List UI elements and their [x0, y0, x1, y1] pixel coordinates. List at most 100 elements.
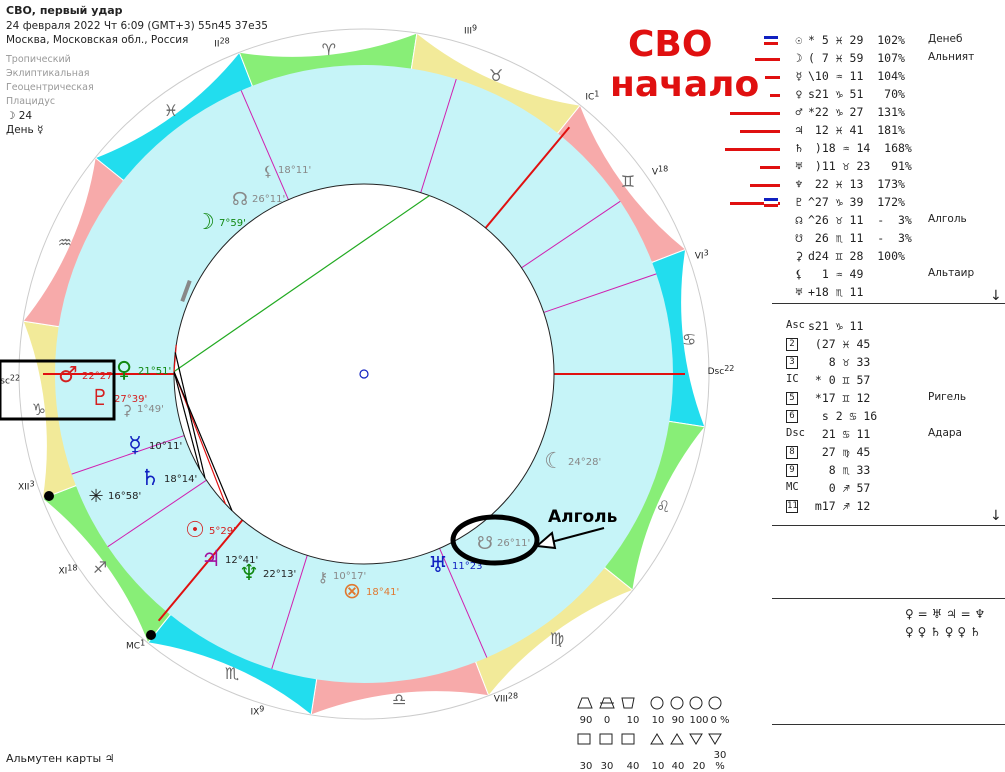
planet-position: *22 ♑ 27 131%: [808, 105, 905, 119]
fixed-star-name: Альтаир: [928, 267, 975, 279]
ceres-icon: ⚳: [122, 403, 132, 419]
house-cusp-line: [521, 200, 621, 269]
altair-degree: 16°58': [108, 491, 141, 502]
table-divider-3: [772, 598, 1005, 599]
chiron-icon: ⚷: [318, 570, 328, 586]
planet-table-row: ♆ 22 ♓ 13 173%: [732, 176, 1002, 194]
planet-position: \10 ♒ 11 104%: [808, 69, 905, 83]
planet-table-row: ♄ )18 ♒ 14 168%: [725, 140, 1002, 158]
neptune-degree: 22°13': [263, 569, 296, 580]
fixed-star-name: Денеб: [928, 33, 963, 45]
strength-bar: [725, 148, 780, 151]
cusp-table-row: 11 m17 ♐ 12: [786, 498, 1001, 516]
selena-degree: 24°28': [568, 457, 601, 468]
house-label: II28: [214, 36, 230, 49]
planet-glyph: ☿: [795, 69, 803, 83]
chart-place: Москва, Московская обл., Россия: [6, 34, 189, 46]
strength-bar: [730, 112, 780, 115]
cusp-label: 2: [786, 338, 798, 351]
gray-mark: [180, 279, 192, 303]
element-legend-icons: [577, 696, 722, 745]
house-label: III9: [464, 23, 477, 36]
table-divider-1: [772, 303, 1005, 304]
scroll-down-arrow-1[interactable]: ↓: [990, 288, 1002, 304]
sign-glyph: ♓: [164, 101, 178, 120]
house-cusp-line: [240, 90, 289, 200]
planet-position: 26 ♏ 11 - 3%: [808, 231, 912, 245]
jupiter-icon: ♃: [201, 547, 221, 572]
coord-type: Эклиптикальная: [6, 68, 90, 79]
sign-glyph: ♋: [682, 330, 696, 349]
planet-table-row: ♇ ^27 ♑ 39 172%: [730, 194, 1002, 212]
cusp-position: 8 ♉ 33: [808, 355, 871, 369]
cusp-position: 21 ♋ 11: [808, 427, 871, 441]
fortune-icon: ⊗: [343, 579, 361, 604]
strength-bar: [730, 202, 780, 205]
planet-table-row: ☉* 5 ♓ 29 102%Денеб: [732, 32, 1002, 50]
fixed-star-name: Альният: [928, 51, 975, 63]
cusp-position: (27 ♓ 45: [808, 337, 871, 351]
aspect-lines: [173, 195, 430, 511]
house-label: MC1: [126, 638, 145, 651]
cusp-label: 3: [786, 356, 798, 369]
strength-bar: [750, 184, 780, 187]
scroll-down-arrow-2[interactable]: ↓: [990, 508, 1002, 524]
aspect-formula-2: ♀ ♀ ♄ ♀ ♀ ♄: [905, 625, 981, 639]
altair-icon: ✳: [88, 486, 103, 507]
strength-bar: [755, 58, 780, 61]
aspect-line: [173, 371, 201, 470]
planet-glyph: ♇: [795, 195, 803, 209]
black-dot-2: [146, 630, 156, 640]
planet-position: 12 ♓ 41 181%: [808, 123, 905, 137]
planet-table-row: ♅+18 ♏ 11: [732, 284, 1002, 302]
cusp-table-row: IC * 0 ♊ 57: [786, 372, 1001, 390]
cusp-label: 11: [786, 500, 798, 513]
fixed-star-name: Адара: [928, 427, 962, 439]
flag-icon: [764, 36, 778, 45]
table-divider-4: [772, 724, 1005, 725]
aspect-line: [174, 352, 206, 479]
planet-position: ^27 ♑ 39 172%: [808, 195, 905, 209]
house-label: IX9: [250, 705, 264, 718]
planet-table-row: ☊^26 ♉ 11 - 3%Алголь: [732, 212, 1002, 230]
cusp-position: 27 ♍ 45: [808, 445, 871, 459]
chart-datetime: 24 февраля 2022 Чт 6:09 (GMT+3) 55n45 37…: [6, 20, 268, 32]
zodiac-type: Тропический: [6, 54, 71, 65]
planet-glyphs: ☽7°59'☊26°11'⚸18°11'♂22°27'♀21°51'♇27°39…: [58, 164, 601, 604]
planet-position: d24 ♊ 28 100%: [808, 249, 905, 263]
svo-title: СВО: [628, 24, 713, 65]
almuten-label: Альмутен карты ♃: [6, 752, 115, 765]
house-cusp-line: [439, 548, 488, 658]
cusp-position: 0 ♐ 57: [808, 481, 871, 495]
house-cusp-line: [484, 126, 571, 229]
ceres-degree: 1°49': [137, 404, 164, 415]
planet-glyph: ☽: [795, 51, 803, 65]
house-system: Плацидус: [6, 96, 56, 107]
planet-table-row: ⚳d24 ♊ 28 100%: [732, 248, 1002, 266]
cusp-label: Asc: [786, 319, 805, 331]
planet-position: )18 ♒ 14 168%: [808, 141, 912, 155]
mars-icon: ♂: [58, 363, 78, 388]
cusp-table-row: MC 0 ♐ 57: [786, 480, 1001, 498]
cusp-table-row: 8 27 ♍ 45: [786, 444, 1001, 462]
sign-glyph: ♌: [656, 497, 670, 516]
fortune-degree: 18°41': [366, 587, 399, 598]
planet-glyph: ☋: [795, 231, 803, 245]
sign-glyph: ♉: [489, 66, 503, 85]
south-node-degree: 26°11': [497, 538, 530, 549]
pluto-degree: 27°39': [114, 394, 147, 405]
house-label: Asc22: [0, 373, 20, 386]
saturn-degree: 18°14': [164, 474, 197, 485]
moon-day: ☽ 24: [6, 110, 33, 122]
mercury-degree: 10°11': [149, 441, 182, 452]
cusp-position: s 2 ♋ 16: [808, 409, 878, 423]
house-cusp-line: [157, 519, 244, 622]
house-label: IC1: [585, 90, 599, 103]
planet-glyph: ♂: [795, 105, 803, 119]
neptune-icon: ♆: [239, 561, 259, 586]
